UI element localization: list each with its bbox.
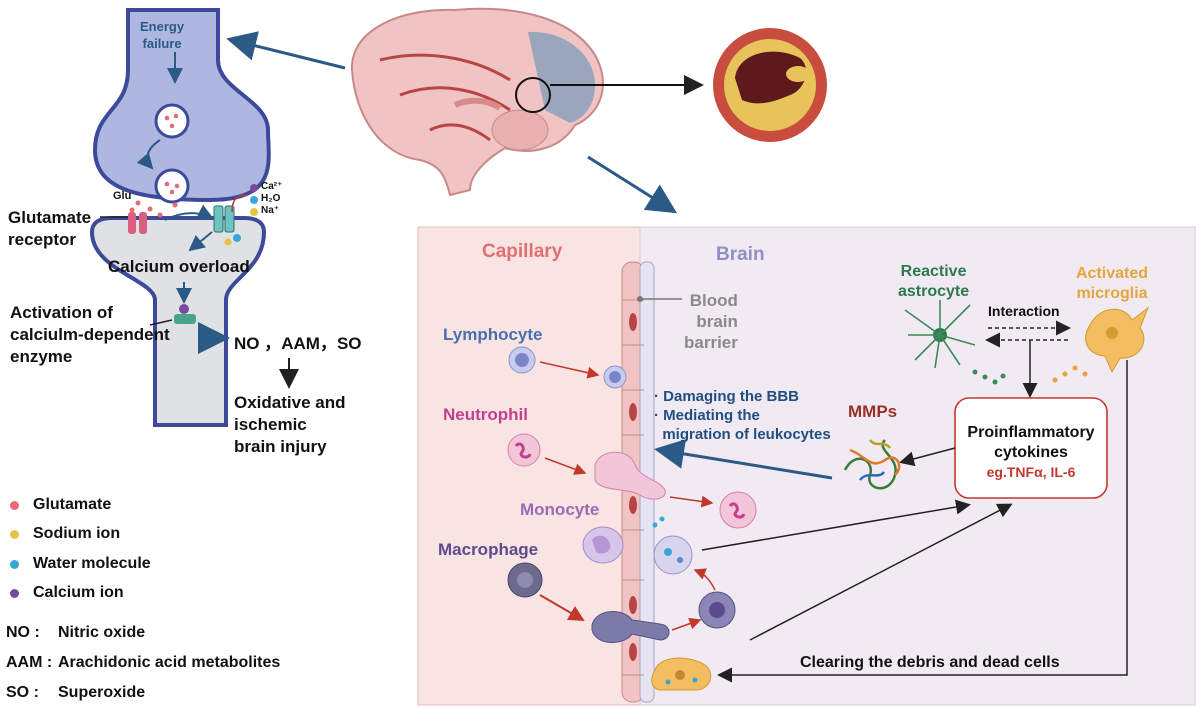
- legend-water: Water molecule: [10, 555, 151, 573]
- vesicle-arrow: [136, 139, 161, 170]
- bbb-label: Blood brain barrier: [684, 291, 738, 352]
- clearing-arrow: [717, 360, 1128, 683]
- glutamate-receptor-shape: [128, 212, 147, 234]
- glutamate-swatch: [10, 500, 19, 510]
- energy-failure-label: Energy failure: [140, 19, 185, 51]
- macrophage-cell: [507, 562, 736, 643]
- injury-label: Oxidative and ischemic brain injury: [234, 393, 346, 456]
- interaction-label: Interaction: [988, 303, 1060, 319]
- neutrophil-exit-arrow: [669, 495, 714, 508]
- legend-label: Water molecule: [33, 555, 151, 572]
- mmp-protein: [843, 439, 901, 490]
- capillary-title: Capillary: [482, 241, 563, 262]
- phagocyte-cell: [651, 657, 712, 691]
- legend-label: Glutamate: [33, 496, 112, 513]
- brain-to-synapse-arrow: [226, 31, 346, 70]
- legend-label: Calcium ion: [33, 584, 124, 601]
- abbr-aam: AAM :: [6, 654, 53, 671]
- water-swatch: [10, 559, 19, 569]
- astrocyte-cell: [904, 300, 976, 369]
- activation-label: Activation of calciulm-dependent enzyme: [10, 303, 170, 366]
- glu-to-channel-arrow: [164, 204, 214, 221]
- mmps-to-bbb-arrow: [654, 439, 833, 480]
- calcium-overload-label: Calcium overload: [108, 257, 250, 276]
- astrocyte-label: Reactive astrocyte: [898, 263, 970, 300]
- macrophage-label: Macrophage: [438, 540, 539, 559]
- abbr-so-text: Superoxide: [58, 684, 146, 701]
- legend-sodium: Sodium ion: [10, 525, 120, 543]
- microglia-label: Activated microglia: [1076, 265, 1149, 302]
- legend-calcium: Calcium ion: [10, 584, 124, 602]
- monocyte-label: Monocyte: [520, 500, 600, 519]
- cytokine-example-label: eg.TNFα, IL-6: [986, 464, 1076, 480]
- abbr-aam-text: Arachidonic acid metabolites: [58, 654, 281, 671]
- brain-title: Brain: [716, 244, 765, 265]
- abbr-no: NO :: [6, 624, 40, 641]
- macrophage-up-arrow: [693, 568, 716, 591]
- monocyte-to-cytokine-arrow: [701, 499, 971, 551]
- products-label: NO ，AAM，SO: [234, 334, 362, 353]
- glu-label: Glu: [113, 190, 132, 202]
- macrophage-exit-arrow: [671, 617, 702, 631]
- channel-to-overload-arrow: [188, 231, 213, 252]
- abbr-so: SO :: [6, 684, 39, 701]
- damaging-label: · Damaging the BBB · Mediating the migra…: [654, 388, 831, 443]
- mmps-label: MMPs: [848, 402, 898, 421]
- lymphocyte-label: Lymphocyte: [443, 325, 543, 344]
- calcium-swatch: [10, 588, 19, 598]
- microglia-cell: [1085, 306, 1150, 374]
- water-label: H₂O: [261, 193, 281, 204]
- synaptic-vesicle-2: [154, 168, 190, 204]
- cytokine-to-mmps-arrow: [899, 447, 956, 467]
- enzyme: [174, 304, 196, 324]
- monocyte-cell: [582, 516, 693, 575]
- ions-to-channel-arrow: [231, 194, 249, 213]
- sodium-swatch: [10, 529, 19, 539]
- artery-cross-section: [713, 28, 827, 142]
- glutamate-receptor-label: Glutamate receptor: [8, 208, 92, 249]
- sodium-label: Na⁺: [261, 205, 280, 216]
- neutrophil-arrow: [544, 457, 587, 475]
- clearing-label: Clearing the debris and dead cells: [800, 654, 1060, 671]
- cytokine-particles: [972, 365, 1088, 385]
- released-glutamate: [129, 200, 178, 218]
- lymphocyte-cell: [508, 346, 627, 389]
- calcium-ion-label: Ca²⁺: [261, 181, 283, 192]
- legend-glutamate: Glutamate: [10, 496, 111, 514]
- neutrophil-label: Neutrophil: [443, 405, 528, 424]
- cytokines-label: Proinflammatory cytokines: [967, 424, 1095, 461]
- ion-channel: [213, 205, 235, 233]
- synaptic-vesicle-1: [154, 103, 190, 139]
- enzyme-pointer: [149, 319, 173, 326]
- brain-illustration: [350, 7, 604, 197]
- abbr-no-text: Nitric oxide: [58, 624, 146, 641]
- macrophage-to-cytokine-arrow: [749, 503, 1013, 641]
- ions-cluster: [224, 184, 258, 246]
- lymphocyte-arrow: [539, 361, 600, 379]
- legend-label: Sodium ion: [33, 525, 121, 542]
- macrophage-arrow: [539, 594, 585, 622]
- neutrophil-cell: [507, 433, 757, 529]
- brain-to-panel-arrow: [587, 155, 678, 214]
